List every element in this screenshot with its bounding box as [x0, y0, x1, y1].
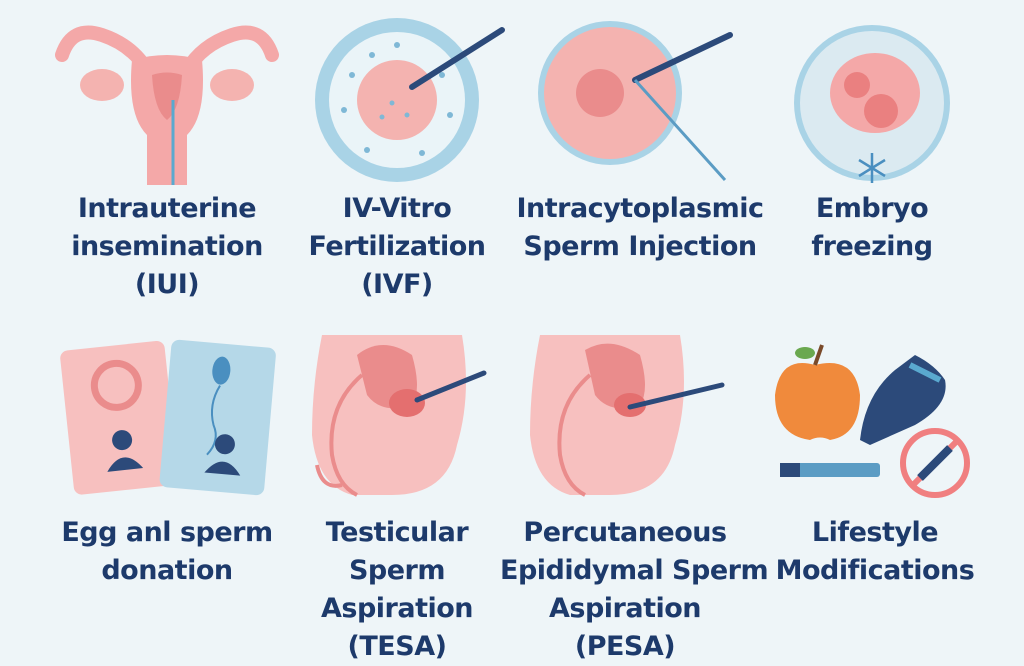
label-line: (PESA) — [574, 631, 676, 662]
label-line: (TESA) — [347, 631, 447, 662]
label-line: Embryo — [815, 193, 929, 224]
label-line: freezing — [811, 231, 933, 262]
item-label: Intracytoplasmic Sperm Injection — [515, 190, 765, 266]
item-pesa: Percutaneous Epididymal Sperm Aspiration… — [500, 335, 769, 666]
item-ivf: IV-Vitro Fertilization (IVF) — [272, 15, 522, 304]
shoe-icon — [860, 355, 946, 445]
item-label: Testicular Sperm Aspiration (TESA) — [272, 514, 522, 666]
label-line: Aspiration — [320, 593, 474, 624]
label-line: Fertilization — [308, 231, 486, 262]
label-line: (IVF) — [361, 269, 433, 300]
label-line: Intrauterine — [77, 193, 257, 224]
item-label: Percutaneous Epididymal Sperm Aspiration… — [500, 514, 769, 666]
item-label: Lifestyle Modifications — [750, 514, 1000, 590]
item-label: Egg anl sperm donation — [42, 514, 292, 590]
lifestyle-icon — [775, 344, 970, 498]
item-tesa: Testicular Sperm Aspiration (TESA) — [272, 335, 522, 666]
epididymal-needle-icon — [530, 335, 725, 497]
label-line: Sperm — [348, 555, 446, 586]
item-embryo-freezing: Embryo freezing — [747, 15, 997, 266]
egg-injection-icon — [538, 21, 733, 182]
item-label: Intrauterine insemination (IUI) — [42, 190, 292, 304]
donor-cards-icon — [60, 339, 276, 496]
apple-icon — [775, 344, 860, 440]
petri-dish-icon — [315, 18, 505, 182]
label-line: (IUI) — [134, 269, 200, 300]
label-line: Egg anl sperm — [61, 517, 273, 548]
item-iui: Intrauterine insemination (IUI) — [42, 15, 292, 304]
frozen-embryo-icon — [794, 25, 950, 183]
label-line: Epididymal Sperm — [500, 555, 769, 586]
item-label: IV-Vitro Fertilization (IVF) — [272, 190, 522, 304]
label-line: Lifestyle — [811, 517, 939, 548]
label-line: donation — [101, 555, 233, 586]
snowflake-icon — [858, 153, 886, 183]
item-donation: Egg anl sperm donation — [42, 335, 292, 590]
item-label: Embryo freezing — [747, 190, 997, 266]
item-lifestyle: Lifestyle Modifications — [750, 335, 1000, 590]
label-line: Intracytoplasmic — [516, 193, 764, 224]
uterus-icon — [55, 25, 279, 185]
label-line: Percutaneous — [523, 517, 727, 548]
testicular-needle-icon — [312, 335, 487, 497]
label-line: Aspiration — [548, 593, 702, 624]
label-line: insemination — [71, 231, 263, 262]
cigarette-icon — [780, 463, 880, 477]
label-line: Testicular — [325, 517, 469, 548]
no-smoking-icon — [900, 428, 970, 498]
item-icsi: Intracytoplasmic Sperm Injection — [515, 15, 765, 266]
label-line: Sperm Injection — [523, 231, 757, 262]
label-line: Modifications — [775, 555, 975, 586]
label-line: IV-Vitro — [342, 193, 452, 224]
